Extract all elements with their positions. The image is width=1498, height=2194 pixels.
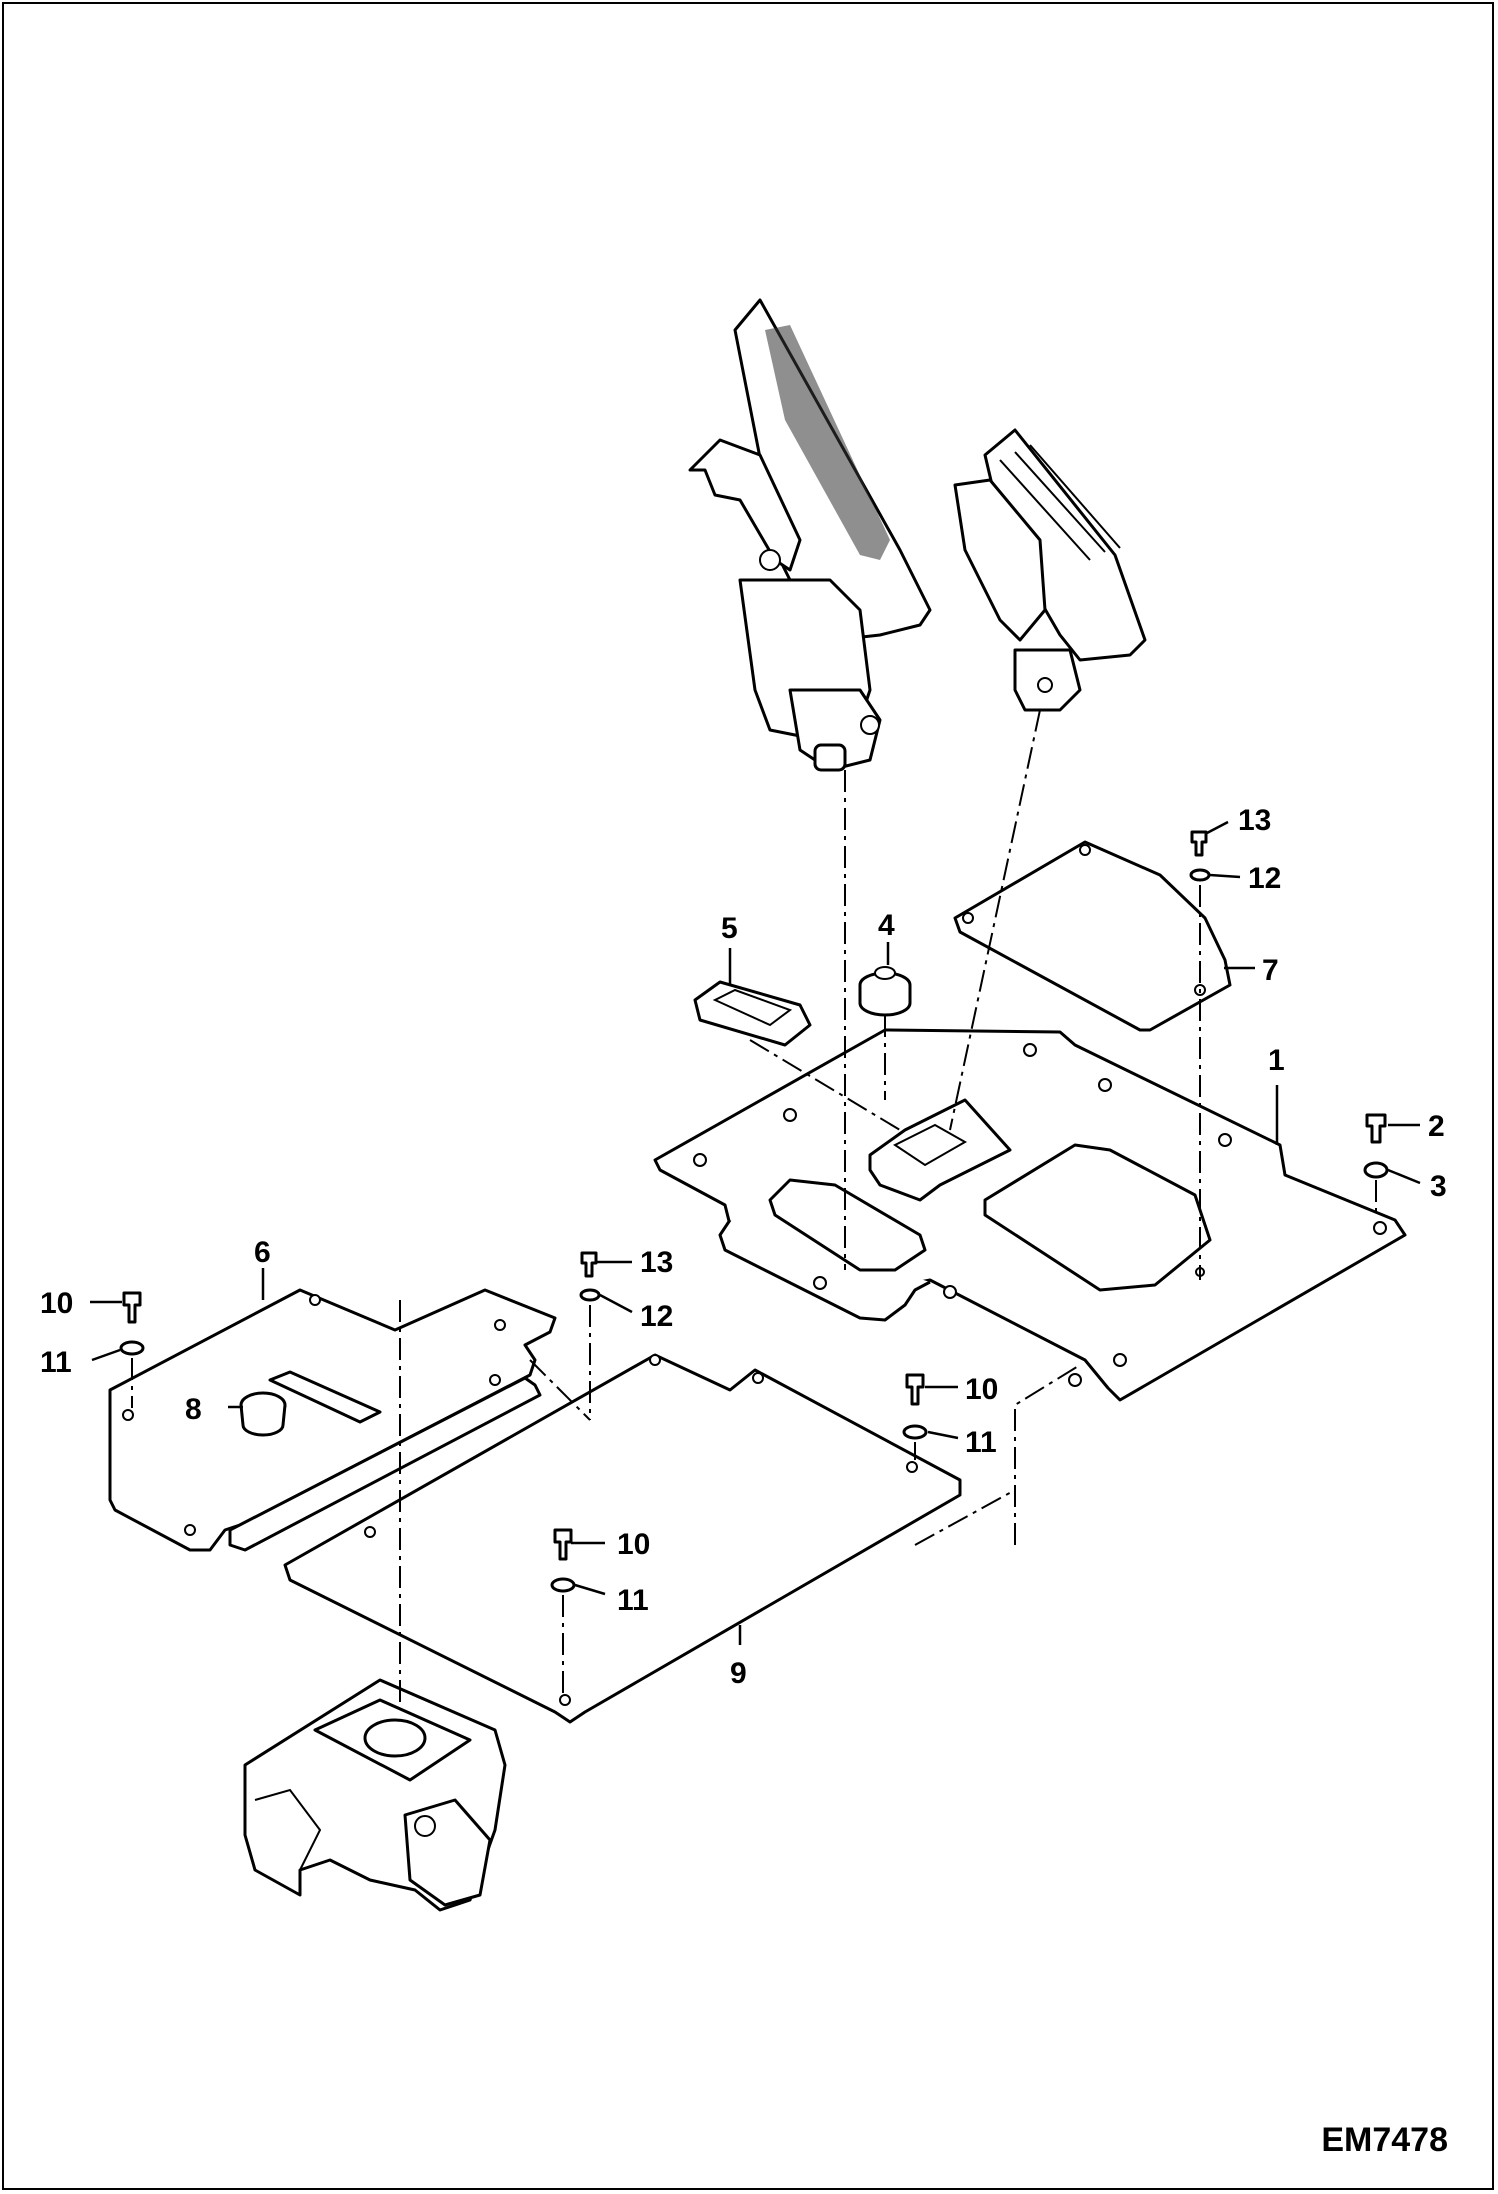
callout-12-middle: 12 <box>640 1300 673 1333</box>
callout-1: 1 <box>1268 1044 1285 1077</box>
plug-8 <box>239 1391 287 1437</box>
callout-5: 5 <box>721 912 738 945</box>
callout-10-left: 10 <box>40 1287 73 1320</box>
large-pedal-assembly <box>688 298 932 1270</box>
callout-11-left: 11 <box>40 1346 72 1379</box>
callout-labels: 1 2 3 4 5 6 7 8 9 10 10 10 11 11 11 12 1… <box>40 804 1447 1690</box>
figure-id: EM7478 <box>1321 2121 1448 2159</box>
cover-plate-7 <box>953 840 1232 1032</box>
callout-13-upper: 13 <box>1238 804 1271 837</box>
callout-11-lower: 11 <box>617 1584 649 1617</box>
callout-13-middle: 13 <box>640 1246 673 1279</box>
grommet-5 <box>693 980 901 1131</box>
lower-plate-9 <box>283 1353 962 1724</box>
floor-plate-1 <box>653 1028 1407 1402</box>
callout-6: 6 <box>254 1236 271 1269</box>
fasteners <box>119 830 1389 1695</box>
callout-9: 9 <box>730 1657 747 1690</box>
grommet-4 <box>858 966 912 1100</box>
pump-block-assembly <box>243 1300 507 1912</box>
callout-11-middle: 11 <box>965 1426 997 1459</box>
callout-2: 2 <box>1428 1110 1445 1143</box>
leader-lines <box>90 820 1421 1645</box>
callout-12-upper: 12 <box>1248 862 1281 895</box>
callout-10-middle: 10 <box>965 1373 998 1406</box>
small-pedal-assembly <box>949 428 1147 1131</box>
callout-4: 4 <box>878 909 895 942</box>
callout-10-lower: 10 <box>617 1528 650 1561</box>
callout-3: 3 <box>1430 1170 1447 1203</box>
callout-8: 8 <box>185 1393 202 1426</box>
left-plate-6 <box>108 1288 557 1552</box>
callout-7: 7 <box>1262 954 1279 987</box>
